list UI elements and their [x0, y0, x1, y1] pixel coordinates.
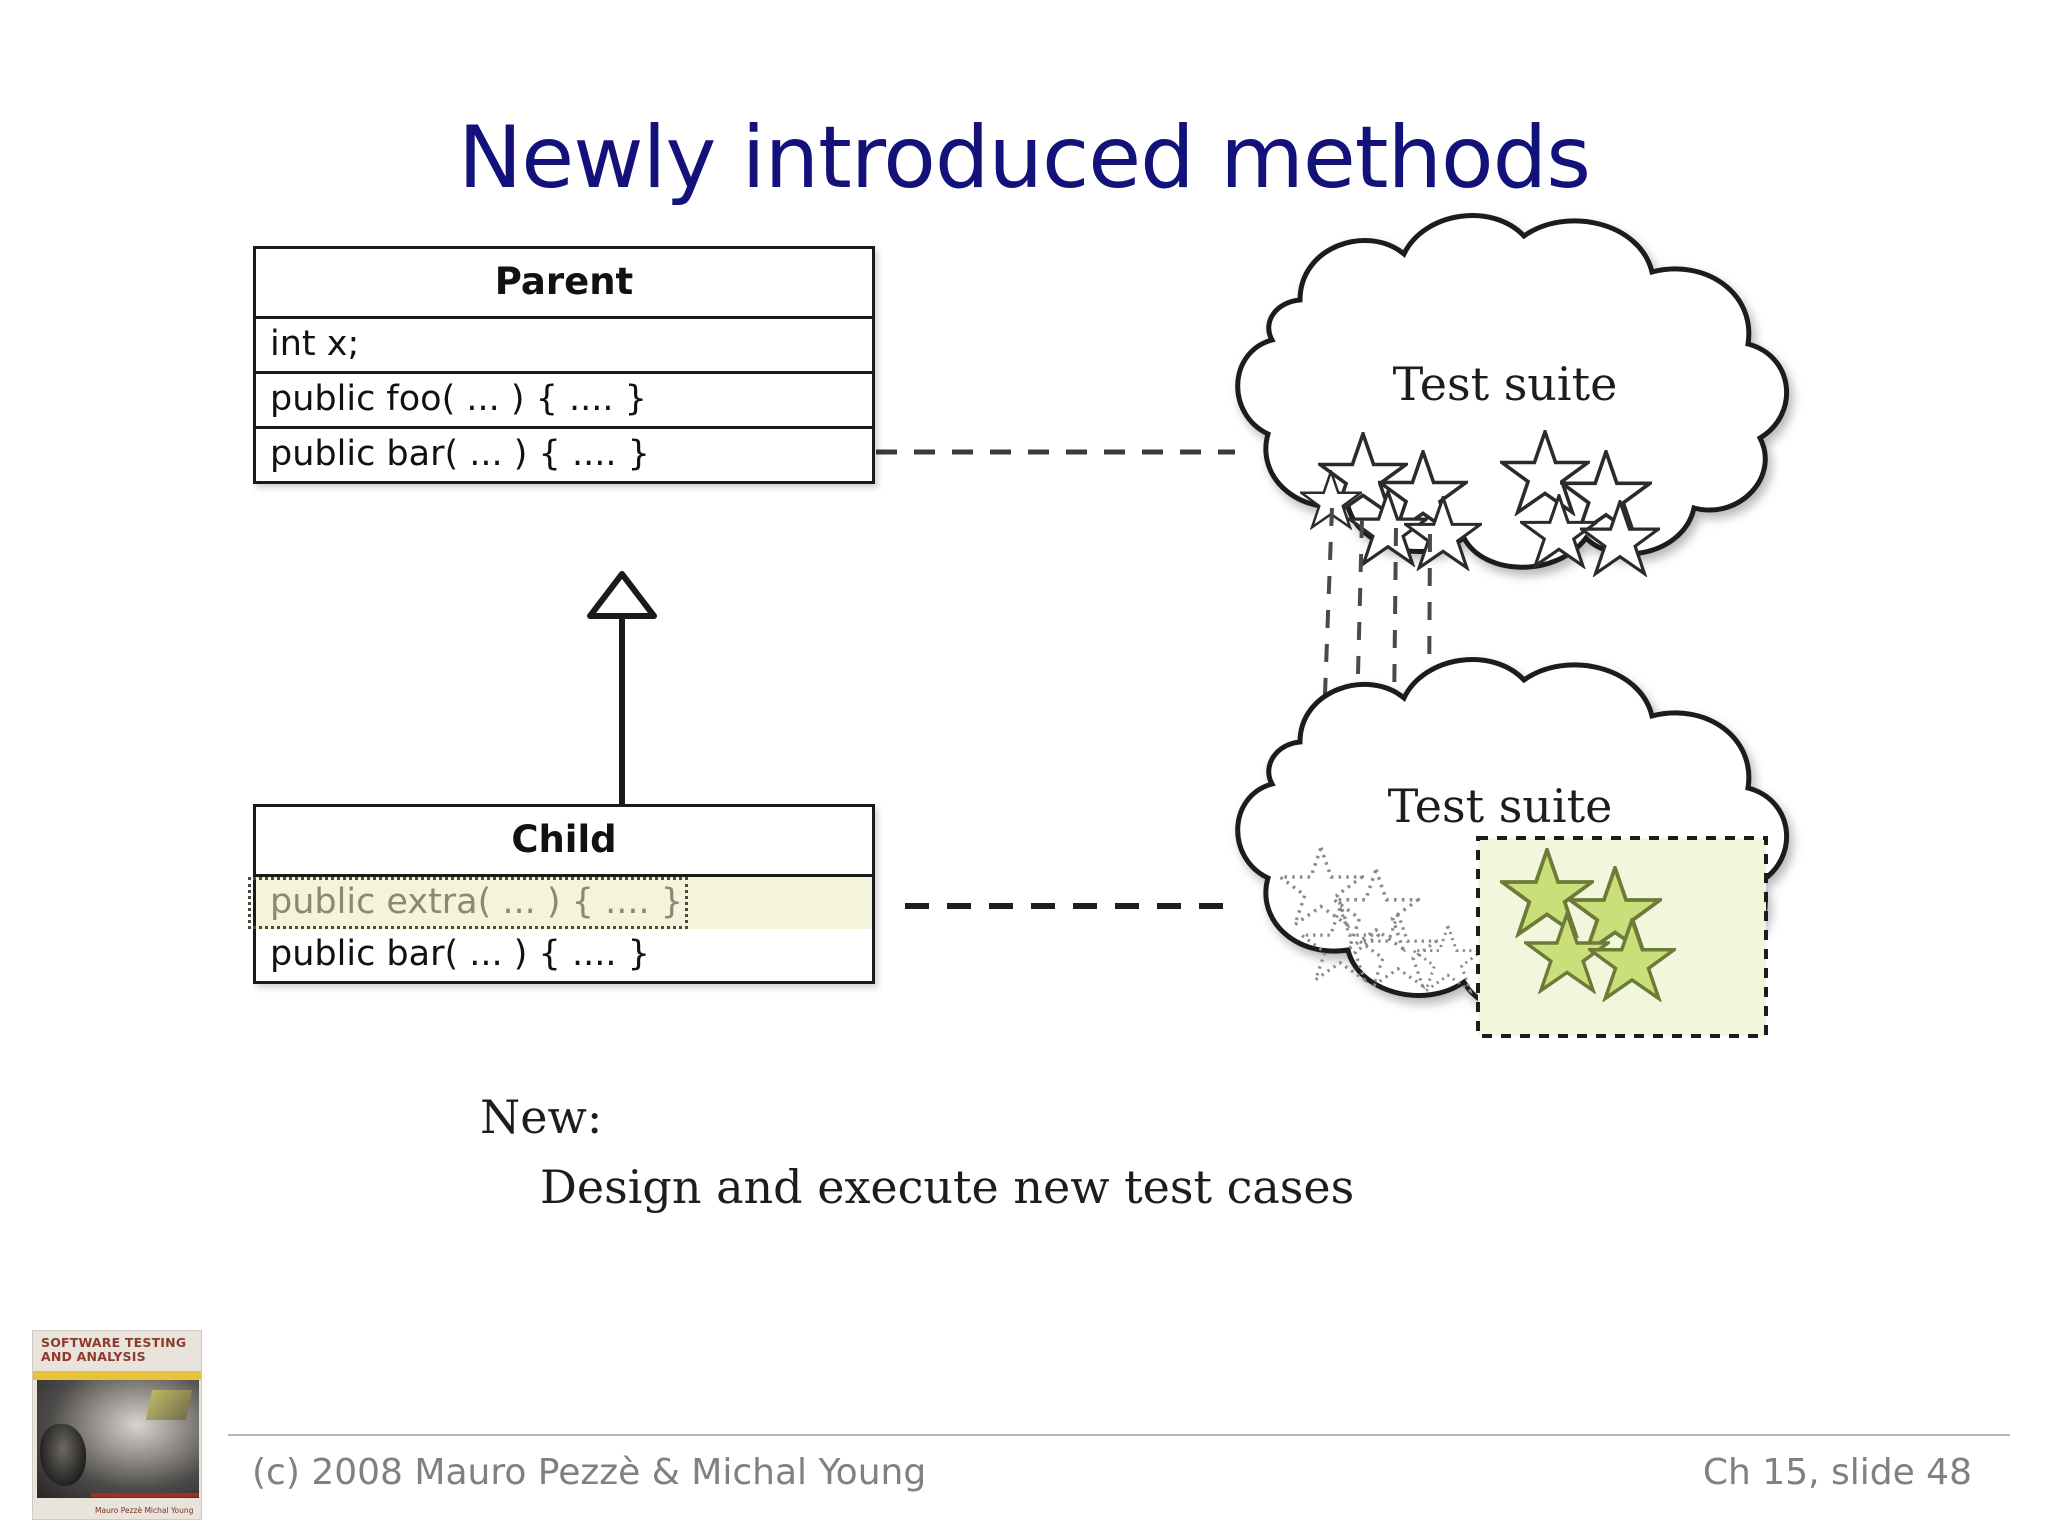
book-cover-title-line1: SOFTWARE TESTING	[41, 1335, 187, 1350]
parent-member-field: int x;	[256, 319, 872, 375]
footer-copyright: (c) 2008 Mauro Pezzè & Michal Young	[252, 1452, 927, 1493]
child-class-name: Child	[256, 807, 872, 877]
bottom-cloud-label: Test suite	[1388, 779, 1613, 833]
caption-heading: New:	[480, 1090, 603, 1144]
book-cover-title-line2: AND ANALYSIS	[41, 1349, 146, 1364]
footer-divider	[228, 1434, 2010, 1436]
uml-class-child[interactable]: Child public extra( ... ) { .... } publi…	[248, 804, 875, 985]
caption-body: Design and execute new test cases	[540, 1160, 1355, 1214]
top-cloud-label: Test suite	[1393, 357, 1618, 411]
book-cover-photo	[37, 1380, 199, 1498]
page-title: Newly introduced methods	[457, 108, 1591, 208]
child-member-bar: public bar( ... ) { .... }	[270, 934, 650, 975]
generalization-arrow	[587, 571, 657, 806]
parent-member-foo: public foo( ... ) { .... }	[256, 374, 872, 430]
diagram-canvas: Test suite Test suite	[248, 213, 1790, 1214]
book-cover-thumbnail: SOFTWARE TESTING AND ANALYSIS Mauro Pezz…	[32, 1330, 202, 1520]
child-member-extra-label: public extra( ... ) { .... }	[270, 882, 683, 922]
book-cover-authors: Mauro Pezzè Michal Young	[95, 1505, 194, 1515]
book-cover-band	[33, 1371, 201, 1380]
child-member-extra-highlighted[interactable]: public extra( ... ) { .... }	[248, 877, 872, 930]
uml-class-parent[interactable]: Parent int x; public foo( ... ) { .... }…	[253, 246, 875, 485]
parent-member-bar: public bar( ... ) { .... }	[270, 434, 650, 475]
book-cover-rule	[91, 1493, 199, 1497]
footer-slide-reference: Ch 15, slide 48	[1702, 1452, 1972, 1493]
diagram-svg-layer: Test suite Test suite	[587, 213, 1790, 1038]
book-cover-title: SOFTWARE TESTING AND ANALYSIS	[41, 1336, 197, 1364]
parent-class-name: Parent	[256, 249, 872, 319]
